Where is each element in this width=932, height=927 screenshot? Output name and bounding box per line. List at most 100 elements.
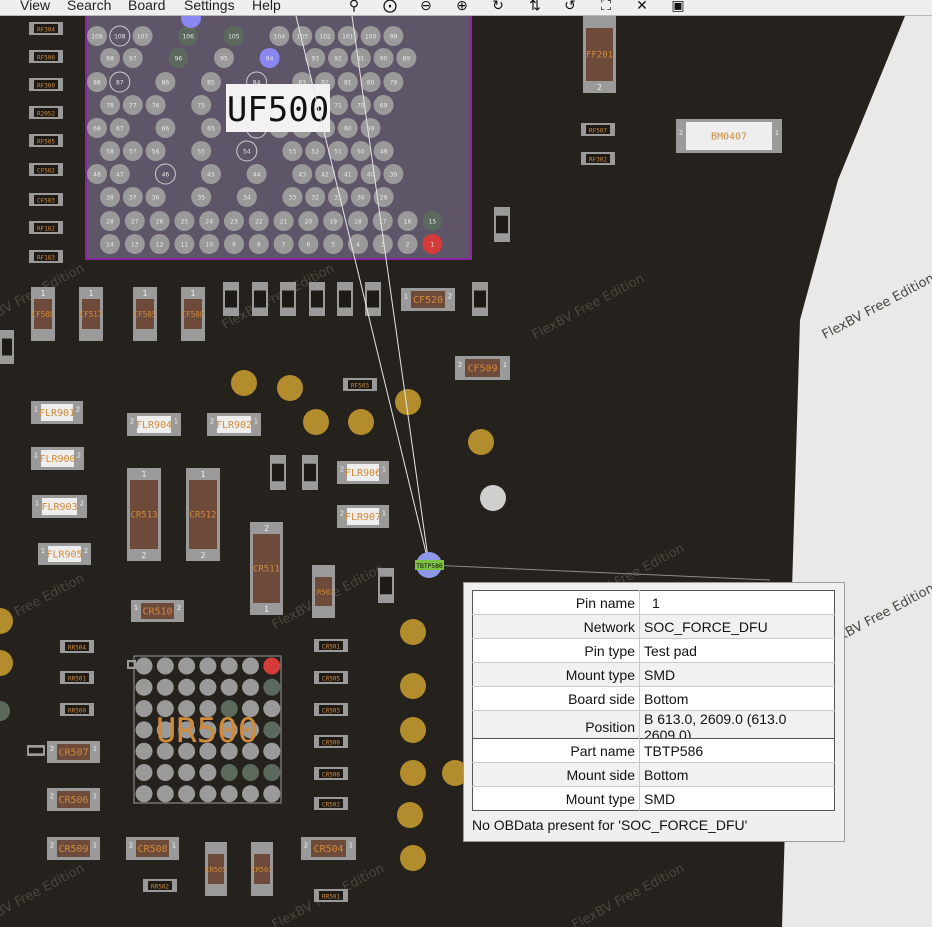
menu-settings[interactable]: Settings	[184, 0, 235, 13]
ur500-pin	[135, 657, 153, 675]
uf500-pin-label: 32	[311, 195, 319, 202]
uf500-pin-label: 31	[334, 195, 342, 202]
test-pad	[395, 389, 421, 415]
part-flr904-pin-left: 2	[130, 418, 134, 426]
uf500-pin	[269, 26, 290, 46]
ur500-pin	[178, 764, 196, 781]
fit-screen-icon[interactable]: ⛶	[601, 0, 611, 13]
test-pad	[348, 409, 374, 435]
test-pad	[400, 673, 426, 699]
capacitor-0-body	[225, 290, 237, 308]
part-cf517-label: CF517	[80, 310, 103, 319]
uf500-pin	[181, 16, 201, 28]
part-cr509-label: CR509	[58, 844, 88, 855]
uf500-pin-label: 13	[131, 242, 139, 249]
part-cr504-pin-left: 2	[304, 842, 308, 850]
capacitor-1-body	[254, 290, 266, 308]
uf500-pin-label: 77	[129, 103, 137, 110]
uf500-pin-label: 1	[430, 242, 434, 249]
small-part-label: CR503	[322, 708, 340, 715]
mount-side-value: Bottom	[639, 762, 835, 787]
uf500-pin	[348, 234, 368, 254]
small-part-body	[319, 673, 343, 682]
part-cr507-body	[57, 744, 90, 760]
part-cr510-label: CR510	[142, 607, 172, 618]
ur500-pin	[156, 764, 174, 781]
uf500-pin-label: 57	[129, 149, 137, 156]
ur500-pin	[242, 721, 259, 739]
uf500-pin-label: 39	[390, 172, 398, 179]
part-flr900-pin-left: 1	[34, 452, 38, 460]
test-pad	[277, 375, 303, 401]
part-flr902-label: FLR902	[216, 420, 252, 431]
uf500-pin-label: 12	[156, 242, 164, 249]
uf500-pin	[224, 211, 244, 231]
small-part-label: RR504	[68, 645, 86, 652]
menu-board[interactable]: Board	[128, 0, 166, 13]
zoom-icon[interactable]: ⚲	[348, 0, 360, 13]
test-pad	[400, 760, 426, 786]
net-line	[351, 16, 430, 566]
small-part-label: CR500	[322, 740, 340, 747]
uf500-pin-label: 37	[129, 195, 137, 202]
uf500-pin	[100, 211, 120, 231]
part-flr903-pin-left: 1	[35, 500, 39, 508]
part-cr512-pin2: 2	[200, 551, 205, 560]
part-flr905-pin-right: 2	[84, 547, 88, 555]
uf500-pin	[145, 141, 166, 161]
small-part-label: RR500	[68, 708, 86, 715]
part-bm0407-body	[686, 122, 772, 150]
capacitor-12-body	[29, 747, 43, 754]
uf500-pin	[422, 234, 443, 254]
test-pad	[303, 409, 329, 435]
ur500-pin	[178, 721, 196, 739]
zoom-in-icon[interactable]: ⊕	[456, 0, 468, 13]
uf500-pin-label: 76	[152, 103, 160, 110]
zoom-in-fit-icon[interactable]: ⨀	[383, 0, 397, 13]
uf500-pin-label: 58	[106, 149, 114, 156]
small-part-body	[34, 136, 58, 145]
ur500-pin	[135, 742, 153, 760]
flip-icon[interactable]: ⇅	[529, 0, 541, 13]
uf500-pin-label: 19	[329, 219, 337, 226]
mount-type-value: SMD	[639, 662, 835, 687]
menu-search[interactable]: Search	[67, 0, 112, 13]
uf500-pin-label: 54	[243, 149, 251, 156]
ur500-pin	[263, 657, 281, 675]
ur500-pin	[135, 785, 153, 803]
part-cr508-pin-left: 2	[129, 842, 133, 850]
uf500-pin	[248, 211, 269, 231]
menu-view[interactable]: View	[20, 0, 51, 13]
ur500-pin	[263, 764, 281, 781]
close-icon[interactable]: ✕	[636, 0, 648, 13]
uf500-pin	[201, 72, 221, 92]
menu-help[interactable]: Help	[252, 0, 281, 13]
uf500-pin	[87, 118, 107, 138]
small-part-label: RF163	[37, 255, 55, 262]
selected-pad-label: TBTP586	[415, 563, 443, 570]
test-pad	[0, 608, 13, 634]
part-cr504-pin-right: 1	[349, 842, 353, 850]
ur500-pin	[220, 678, 238, 696]
ur500-pin	[220, 657, 238, 675]
small-part-label: RF300	[37, 83, 55, 90]
screenshot-icon[interactable]: ▣	[671, 0, 685, 13]
small-part-label: CF503	[37, 198, 55, 205]
uf500-pin	[155, 72, 176, 92]
part-cr511-body	[253, 534, 280, 603]
uf500-pin	[174, 211, 195, 231]
part-cf509-pin-left: 2	[458, 361, 462, 369]
ur500-pin	[242, 678, 259, 696]
rotate-icon[interactable]: ↻	[492, 0, 504, 13]
uf500-pin	[305, 48, 326, 68]
part-ff201-label: FF201	[586, 51, 613, 61]
rotate-ccw-icon[interactable]: ↺	[564, 0, 576, 13]
network-value: SOC_FORCE_DFU	[639, 614, 835, 639]
part-cr513-label: CR513	[130, 511, 157, 521]
part-cf520-pin-left: 1	[404, 293, 408, 301]
part-flr907-pin-right: 1	[382, 510, 386, 518]
uf500-pin	[214, 48, 234, 68]
uf500-pin	[168, 48, 189, 68]
zoom-out-icon[interactable]: ⊖	[420, 0, 432, 13]
ur500-pin	[199, 785, 217, 803]
